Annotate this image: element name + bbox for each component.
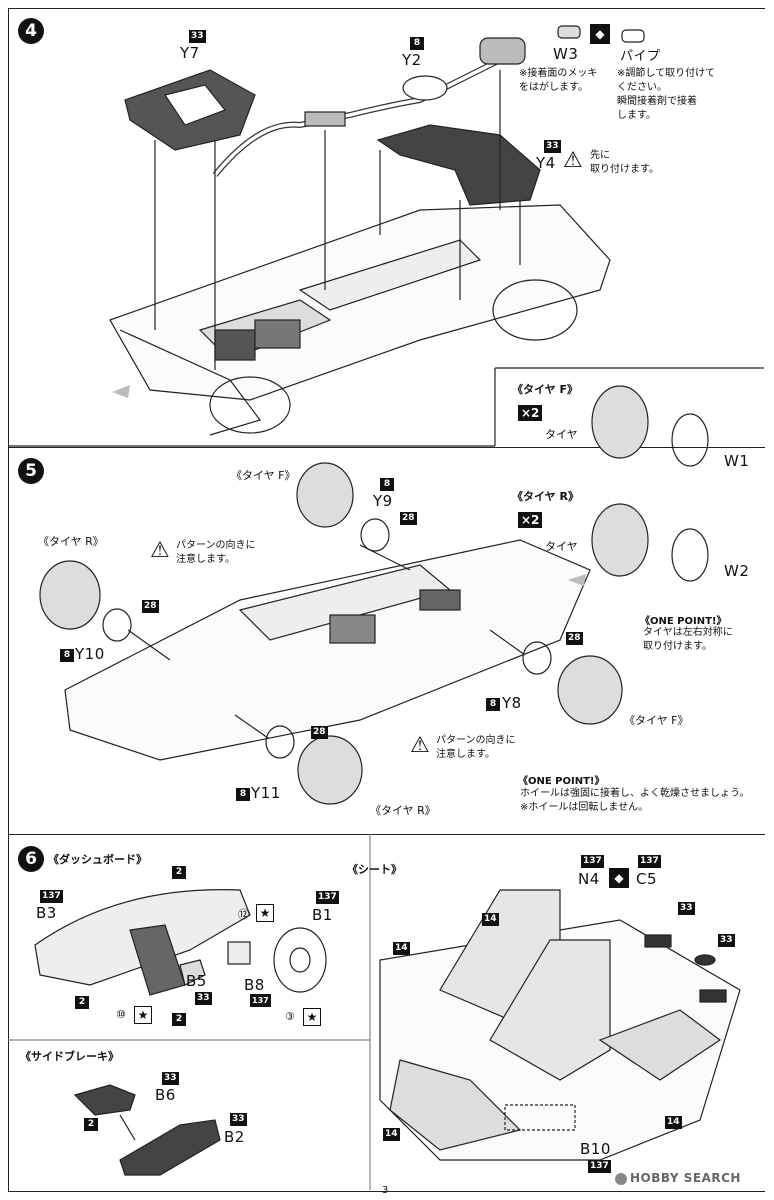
part-n4-label: N4 bbox=[578, 870, 600, 888]
part-c5-label: C5 bbox=[636, 870, 658, 888]
arrow-connect-icon: ◆ bbox=[590, 24, 610, 44]
tire-rear-qty: ×2 bbox=[518, 512, 543, 528]
onepoint-tire-text: タイヤは左右対称に 取り付けます。 bbox=[643, 627, 733, 652]
y4-note: 先に 取り付けます。 bbox=[590, 150, 659, 175]
y9-sub-badge: 28 bbox=[400, 512, 417, 525]
pattern-note-2: パターンの向きに 注意します。 bbox=[436, 735, 516, 760]
arrow-connect-icon: ◆ bbox=[609, 868, 629, 888]
b2-color-badge: 33 bbox=[230, 1113, 247, 1126]
watermark-text: HOBBY SEARCH bbox=[630, 1171, 741, 1185]
seat-badge-14: 14 bbox=[383, 1128, 400, 1141]
warning-icon: ⚠ bbox=[563, 148, 583, 173]
y11-sub-badge: 28 bbox=[311, 726, 328, 739]
side-brake-badge-2: 2 bbox=[84, 1118, 98, 1131]
tire-front-title: 《タイヤ F》 bbox=[512, 383, 579, 396]
onepoint-wheel-title: 《ONE POINT!》 bbox=[518, 776, 605, 787]
part-y4-label: Y4 bbox=[536, 154, 556, 172]
part-y10-label: Y10 bbox=[75, 645, 105, 663]
star-icon: ★ bbox=[303, 1008, 321, 1026]
page-number: 3 bbox=[382, 1185, 389, 1196]
part-b3-label: B3 bbox=[36, 904, 57, 922]
seat-badge-14: 14 bbox=[482, 913, 499, 926]
y2-color-badge: 8 bbox=[410, 37, 424, 50]
step-number-5: 5 bbox=[18, 458, 44, 484]
mark-3: ③ bbox=[285, 1010, 295, 1023]
y7-color-badge: 33 bbox=[189, 30, 206, 43]
dash-parts-badge-2: 2 bbox=[75, 996, 89, 1009]
part-y9-label: Y9 bbox=[373, 492, 393, 510]
step-number-6: 6 bbox=[18, 846, 44, 872]
tire-f-top-label: 《タイヤ F》 bbox=[231, 469, 296, 482]
mark-12: ⑫ bbox=[238, 908, 249, 921]
w3-note: ※接着面のメッキ をはがします。 bbox=[519, 68, 598, 93]
onepoint-tire-title: 《ONE POINT!》 bbox=[640, 616, 727, 627]
part-y11-label: Y11 bbox=[251, 784, 281, 802]
b10-color-badge: 137 bbox=[588, 1160, 611, 1173]
tire-rear-title: 《タイヤ R》 bbox=[512, 490, 579, 503]
seat-badge-33: 33 bbox=[678, 902, 695, 915]
dash-parts-badge-2: 2 bbox=[172, 1013, 186, 1026]
tire-r-left-label: 《タイヤ R》 bbox=[38, 535, 104, 548]
b3-color-badge: 137 bbox=[40, 890, 63, 903]
tire-front-qty: ×2 bbox=[518, 405, 543, 421]
tire-rear-tire-label: タイヤ bbox=[545, 540, 578, 553]
y8-color-badge: 8 bbox=[486, 698, 500, 711]
y10-color-badge: 8 bbox=[60, 649, 74, 662]
b6-color-badge: 33 bbox=[162, 1072, 179, 1085]
step-number-4: 4 bbox=[18, 18, 44, 44]
n4-color-badge: 137 bbox=[581, 855, 604, 868]
seat-badge-14: 14 bbox=[393, 942, 410, 955]
part-b10-label: B10 bbox=[580, 1140, 611, 1158]
b8-color-badge: 137 bbox=[250, 994, 271, 1007]
step4-frame bbox=[8, 8, 765, 448]
seat-badge-14: 14 bbox=[665, 1116, 682, 1129]
tire-f-right-label: 《タイヤ F》 bbox=[624, 714, 689, 727]
star-icon: ★ bbox=[256, 904, 274, 922]
hobby-search-logo: HOBBY SEARCH bbox=[615, 1171, 741, 1185]
part-b2-label: B2 bbox=[224, 1128, 245, 1146]
y4-color-badge: 33 bbox=[544, 140, 561, 153]
seat-title: 《シート》 bbox=[347, 863, 402, 876]
dashboard-title: 《ダッシュボード》 bbox=[48, 853, 147, 866]
warning-icon: ⚠ bbox=[150, 538, 170, 563]
dash-parts-badge-2: 2 bbox=[172, 866, 186, 879]
part-pipe-label: パイプ bbox=[620, 49, 661, 64]
tire-r-bottom-label: 《タイヤ R》 bbox=[370, 804, 436, 817]
pipe-note: ※調節して取り付けて ください。 瞬間接着剤で接着 します。 bbox=[617, 68, 716, 121]
star-icon: ★ bbox=[134, 1006, 152, 1024]
y10-sub-badge: 28 bbox=[142, 600, 159, 613]
warning-icon: ⚠ bbox=[410, 733, 430, 758]
tire-front-tire-label: タイヤ bbox=[545, 428, 578, 441]
part-b8-label: B8 bbox=[244, 976, 265, 994]
part-y7-label: Y7 bbox=[180, 44, 200, 62]
y9-color-badge: 8 bbox=[380, 478, 394, 491]
part-b5-label: B5 bbox=[186, 972, 207, 990]
tire-front-wheel-label: W1 bbox=[724, 452, 750, 470]
c5-color-badge: 137 bbox=[638, 855, 661, 868]
onepoint-wheel-line2: ※ホイールは回転しません。 bbox=[520, 802, 649, 813]
step6-frame bbox=[8, 834, 765, 1192]
part-b1-label: B1 bbox=[312, 906, 333, 924]
side-brake-title: 《サイドブレーキ》 bbox=[20, 1050, 119, 1063]
tire-rear-wheel-label: W2 bbox=[724, 562, 750, 580]
b5-color-badge: 33 bbox=[195, 992, 212, 1005]
logo-mark-icon bbox=[615, 1172, 627, 1185]
part-b6-label: B6 bbox=[155, 1086, 176, 1104]
pattern-note-1: パターンの向きに 注意します。 bbox=[176, 540, 256, 565]
y8-sub-badge: 28 bbox=[566, 632, 583, 645]
y11-color-badge: 8 bbox=[236, 788, 250, 801]
b1-color-badge: 137 bbox=[316, 891, 339, 904]
part-w3-label: W3 bbox=[553, 45, 579, 63]
seat-badge-33: 33 bbox=[718, 934, 735, 947]
mark-10: ⑩ bbox=[116, 1008, 126, 1021]
part-y2-label: Y2 bbox=[402, 51, 422, 69]
onepoint-wheel-line1: ホイールは強固に接着し、よく乾燥させましょう。 bbox=[520, 788, 750, 799]
part-y8-label: Y8 bbox=[502, 694, 522, 712]
